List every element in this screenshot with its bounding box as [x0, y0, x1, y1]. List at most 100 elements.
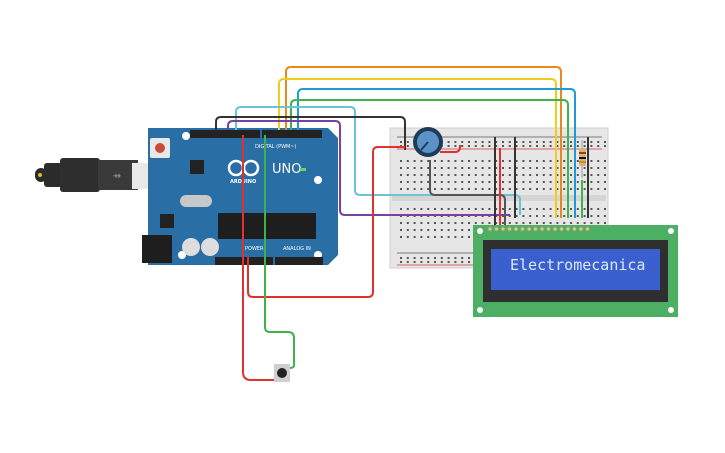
- breadboard-hole[interactable]: [529, 174, 532, 176]
- breadboard-hole[interactable]: [400, 160, 402, 162]
- lcd-pin-v0[interactable]: [500, 226, 506, 232]
- breadboard-hole[interactable]: [495, 160, 498, 162]
- breadboard-hole[interactable]: [522, 181, 525, 183]
- breadboard-hole[interactable]: [454, 145, 457, 147]
- breadboard-hole[interactable]: [447, 145, 450, 147]
- breadboard-hole[interactable]: [502, 160, 504, 162]
- breadboard-hole[interactable]: [420, 167, 423, 169]
- breadboard-hole[interactable]: [468, 257, 470, 259]
- breadboard-hole[interactable]: [542, 215, 545, 217]
- breadboard-hole[interactable]: [468, 208, 470, 210]
- breadboard-hole[interactable]: [508, 167, 511, 169]
- breadboard-hole[interactable]: [563, 222, 566, 224]
- breadboard-hole[interactable]: [542, 181, 545, 183]
- pushbutton[interactable]: [274, 364, 290, 382]
- breadboard-hole[interactable]: [604, 167, 606, 169]
- breadboard-hole[interactable]: [447, 167, 450, 169]
- breadboard-hole[interactable]: [474, 222, 477, 224]
- breadboard-hole[interactable]: [522, 141, 525, 143]
- breadboard-hole[interactable]: [447, 174, 450, 176]
- breadboard-hole[interactable]: [461, 174, 464, 176]
- breadboard-hole[interactable]: [604, 174, 606, 176]
- breadboard-hole[interactable]: [420, 261, 423, 263]
- breadboard-hole[interactable]: [570, 222, 572, 224]
- breadboard-hole[interactable]: [406, 222, 409, 224]
- breadboard-hole[interactable]: [515, 181, 518, 183]
- breadboard-hole[interactable]: [508, 181, 511, 183]
- breadboard-hole[interactable]: [597, 141, 600, 143]
- breadboard-hole[interactable]: [502, 145, 504, 147]
- lcd-pin-db0[interactable]: [526, 226, 532, 232]
- breadboard-hole[interactable]: [502, 167, 504, 169]
- breadboard-hole[interactable]: [590, 167, 593, 169]
- breadboard-hole[interactable]: [400, 222, 402, 224]
- breadboard-hole[interactable]: [522, 145, 525, 147]
- breadboard-hole[interactable]: [468, 222, 470, 224]
- breadboard-hole[interactable]: [583, 208, 586, 210]
- breadboard-hole[interactable]: [413, 174, 416, 176]
- breadboard-hole[interactable]: [563, 188, 566, 190]
- lcd-pin-db1[interactable]: [533, 226, 538, 232]
- breadboard-hole[interactable]: [570, 141, 572, 143]
- wire-red-button[interactable]: [242, 135, 276, 381]
- breadboard-hole[interactable]: [542, 222, 545, 224]
- arduino-board[interactable]: UNO ARDUINO DIGITAL (PWM~) POWER ANALOG …: [142, 128, 338, 265]
- breadboard-hole[interactable]: [434, 167, 436, 169]
- breadboard-hole[interactable]: [495, 208, 498, 210]
- lcd-pin-db5[interactable]: [559, 226, 564, 232]
- breadboard-hole[interactable]: [454, 181, 457, 183]
- breadboard-hole[interactable]: [468, 160, 470, 162]
- breadboard-hole[interactable]: [563, 181, 566, 183]
- breadboard-hole[interactable]: [461, 167, 464, 169]
- resistor[interactable]: [579, 140, 586, 178]
- breadboard-hole[interactable]: [474, 145, 477, 147]
- breadboard-hole[interactable]: [556, 222, 559, 224]
- breadboard-hole[interactable]: [461, 261, 464, 263]
- breadboard-hole[interactable]: [597, 188, 600, 190]
- breadboard-hole[interactable]: [556, 181, 559, 183]
- breadboard-hole[interactable]: [406, 181, 409, 183]
- lcd-pin-rw[interactable]: [513, 226, 519, 232]
- breadboard-hole[interactable]: [406, 167, 409, 169]
- breadboard-hole[interactable]: [474, 181, 477, 183]
- breadboard-hole[interactable]: [590, 174, 593, 176]
- breadboard-hole[interactable]: [597, 174, 600, 176]
- breadboard-hole[interactable]: [556, 208, 559, 210]
- breadboard-hole[interactable]: [427, 229, 430, 231]
- breadboard-hole[interactable]: [474, 174, 477, 176]
- breadboard-hole[interactable]: [583, 215, 586, 217]
- breadboard-hole[interactable]: [488, 181, 491, 183]
- breadboard-hole[interactable]: [434, 181, 436, 183]
- breadboard-hole[interactable]: [508, 141, 511, 143]
- breadboard-hole[interactable]: [536, 141, 538, 143]
- breadboard-hole[interactable]: [542, 174, 545, 176]
- breadboard-hole[interactable]: [604, 222, 606, 224]
- breadboard-hole[interactable]: [604, 160, 606, 162]
- breadboard-hole[interactable]: [440, 188, 443, 190]
- breadboard-hole[interactable]: [400, 188, 402, 190]
- breadboard-hole[interactable]: [502, 188, 504, 190]
- breadboard-hole[interactable]: [406, 261, 409, 263]
- breadboard-hole[interactable]: [508, 222, 511, 224]
- breadboard-hole[interactable]: [529, 188, 532, 190]
- breadboard-hole[interactable]: [420, 222, 423, 224]
- breadboard-hole[interactable]: [427, 160, 430, 162]
- breadboard-hole[interactable]: [413, 222, 416, 224]
- breadboard-hole[interactable]: [488, 167, 491, 169]
- breadboard-hole[interactable]: [563, 141, 566, 143]
- breadboard-hole[interactable]: [590, 188, 593, 190]
- breadboard-hole[interactable]: [576, 160, 579, 162]
- breadboard-hole[interactable]: [563, 145, 566, 147]
- breadboard-hole[interactable]: [468, 141, 470, 143]
- breadboard-hole[interactable]: [597, 208, 600, 210]
- breadboard-hole[interactable]: [400, 261, 402, 263]
- breadboard-hole[interactable]: [413, 236, 416, 238]
- breadboard-hole[interactable]: [536, 160, 538, 162]
- breadboard-hole[interactable]: [447, 236, 450, 238]
- breadboard-hole[interactable]: [488, 160, 491, 162]
- breadboard-hole[interactable]: [495, 145, 498, 147]
- breadboard-hole[interactable]: [542, 208, 545, 210]
- breadboard-hole[interactable]: [502, 181, 504, 183]
- breadboard-hole[interactable]: [440, 229, 443, 231]
- wire-purple[interactable]: [227, 120, 510, 216]
